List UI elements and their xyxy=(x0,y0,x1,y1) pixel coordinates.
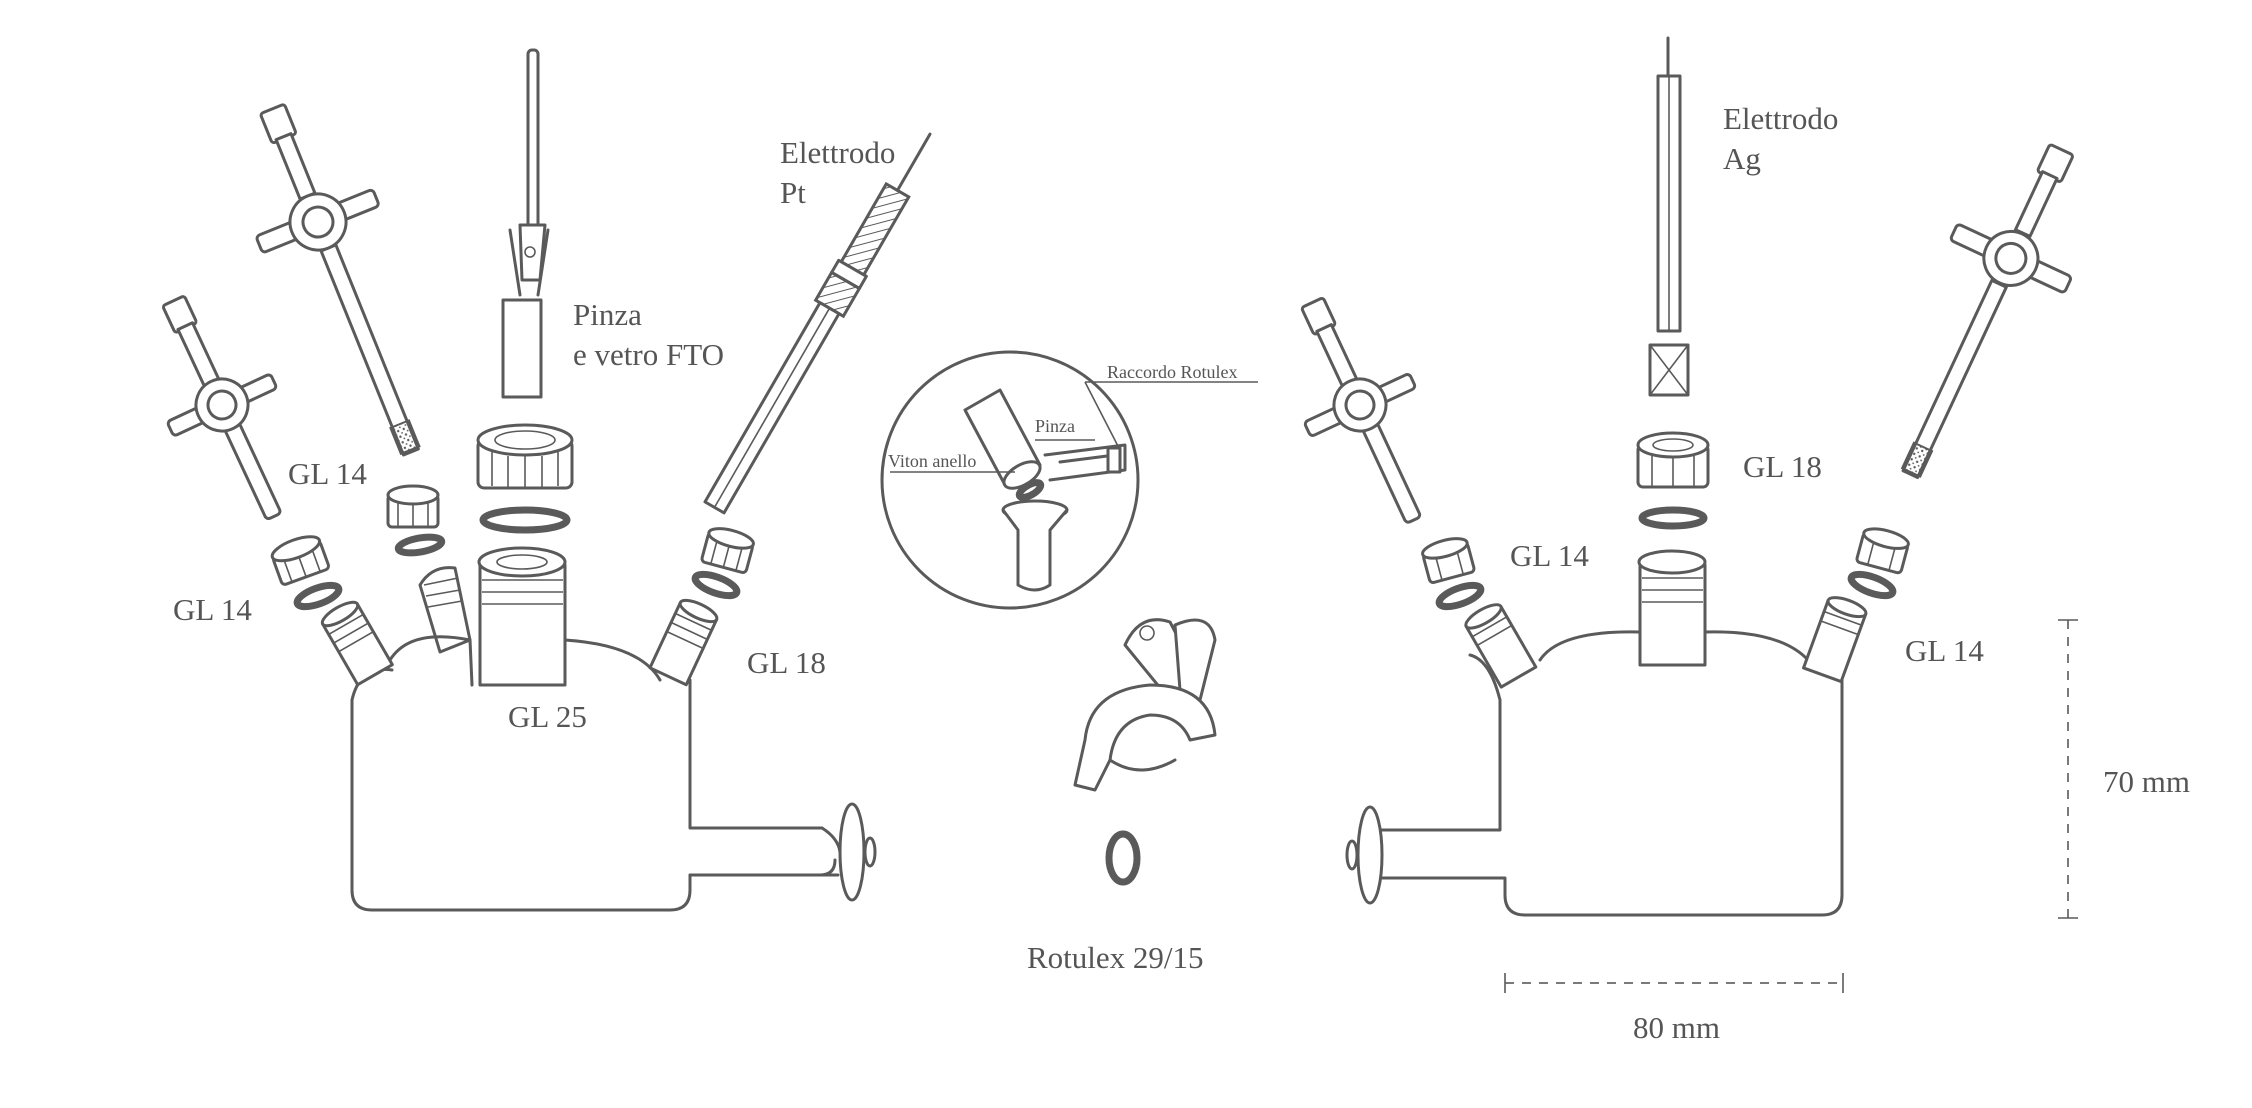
label-pinza-small: Pinza xyxy=(1035,416,1075,436)
ag-electrode xyxy=(1648,36,1690,397)
label-left-gl14-lower: GL 14 xyxy=(173,592,252,627)
label-pt-line2: Pt xyxy=(780,175,806,210)
right-neck-center xyxy=(1637,549,1707,667)
left-neck-gl25 xyxy=(477,546,567,687)
dimension-height xyxy=(2058,619,2078,919)
pt-electrode xyxy=(703,132,932,515)
left-cap-gl18 xyxy=(700,527,755,574)
dimension-width xyxy=(1504,973,1844,993)
left-ring-gl25 xyxy=(479,506,571,534)
clamp-fto-glass xyxy=(501,48,550,399)
label-left-gl14-upper: GL 14 xyxy=(288,456,367,491)
label-left-gl18: GL 18 xyxy=(747,645,826,680)
label-right-gl18: GL 18 xyxy=(1743,449,1822,484)
label-ag-line2: Ag xyxy=(1723,141,1761,176)
right-stopcock-left xyxy=(1300,297,1422,524)
label-raccordo-rotulex: Raccordo Rotulex xyxy=(1107,362,1237,382)
right-ring-gl14-left xyxy=(1435,581,1485,611)
right-ring-gl14-right xyxy=(1847,570,1897,600)
left-cell-body xyxy=(350,635,877,912)
label-ag-line1: Elettrodo xyxy=(1723,101,1838,136)
label-rotulex: Rotulex 29/15 xyxy=(1027,940,1204,975)
left-stopcock-lower xyxy=(162,295,282,521)
label-dim-height: 70 mm xyxy=(2103,764,2190,799)
label-viton-anello: Viton anello xyxy=(888,451,976,471)
rotulex-detail-circle xyxy=(880,350,1258,610)
right-stopcock-right xyxy=(1900,143,2074,480)
rotulex-clamp xyxy=(1073,618,1217,792)
label-right-gl14-left: GL 14 xyxy=(1510,538,1589,573)
left-side-neck-gl14 xyxy=(320,600,394,687)
right-cap-gl18 xyxy=(1636,431,1710,489)
right-cell-body xyxy=(1345,630,1844,917)
left-cap-gl25 xyxy=(476,423,574,490)
label-right-gl14-right: GL 14 xyxy=(1905,633,1984,668)
label-pt-line1: Elettrodo xyxy=(780,135,895,170)
right-side-neck-right xyxy=(1802,596,1868,684)
left-ring-gl14-lower xyxy=(293,581,343,611)
left-side-neck-gl18 xyxy=(648,598,719,687)
label-pinza-line2: e vetro FTO xyxy=(573,337,724,372)
right-side-neck-left xyxy=(1464,603,1538,689)
left-ring-gl14-upper xyxy=(394,533,446,557)
label-pinza-line1: Pinza xyxy=(573,297,642,332)
label-left-gl25: GL 25 xyxy=(508,699,587,734)
left-cap-gl14-upper xyxy=(386,484,440,529)
rotulex-ring xyxy=(1105,830,1141,886)
right-ring-gl18 xyxy=(1638,506,1708,530)
left-cap-gl14-lower xyxy=(270,535,331,586)
label-dim-width: 80 mm xyxy=(1633,1010,1720,1045)
left-back-neck xyxy=(418,566,472,654)
right-cap-gl14-left xyxy=(1421,537,1476,584)
left-stopcock-upper xyxy=(255,103,421,457)
left-ring-gl18 xyxy=(691,570,741,600)
right-cap-gl14-right xyxy=(1855,527,1910,575)
